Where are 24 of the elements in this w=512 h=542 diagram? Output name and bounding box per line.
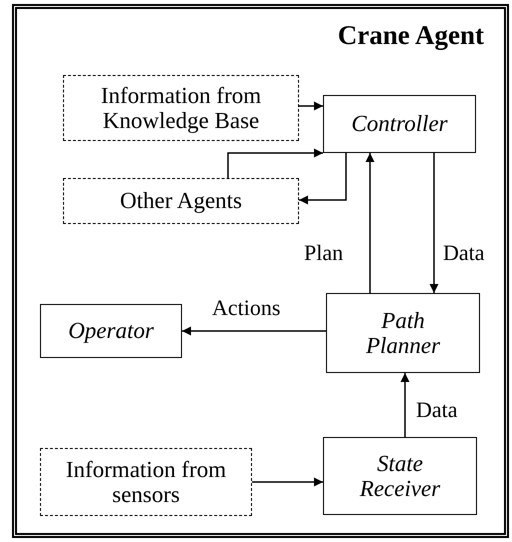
arrow: [400, 373, 410, 437]
box-label: Path Planner: [364, 308, 442, 358]
arrow: [299, 153, 347, 204]
module-box: [323, 437, 477, 515]
frame-title: Crane Agent: [338, 21, 484, 51]
agent-frame: [12, 4, 509, 538]
module-box: [323, 95, 476, 153]
box-label: Information from sensors: [64, 456, 228, 508]
arrow: [227, 148, 323, 178]
box-label: Information from Knowledge Base: [100, 82, 262, 134]
module-box: [326, 293, 480, 373]
external-source-box: [40, 448, 252, 516]
box-label: Other Agents: [120, 188, 242, 214]
external-source-box: [63, 178, 299, 224]
arrow: [366, 153, 374, 293]
box-label: Controller: [351, 111, 448, 137]
box-label: State Receiver: [358, 450, 442, 502]
module-box: [40, 304, 182, 358]
box-label: Operator: [68, 318, 154, 344]
arrow: [252, 478, 323, 486]
arrow: [430, 153, 438, 293]
external-source-box: [63, 75, 299, 141]
arrow: [182, 326, 326, 336]
arrow: [299, 102, 323, 110]
